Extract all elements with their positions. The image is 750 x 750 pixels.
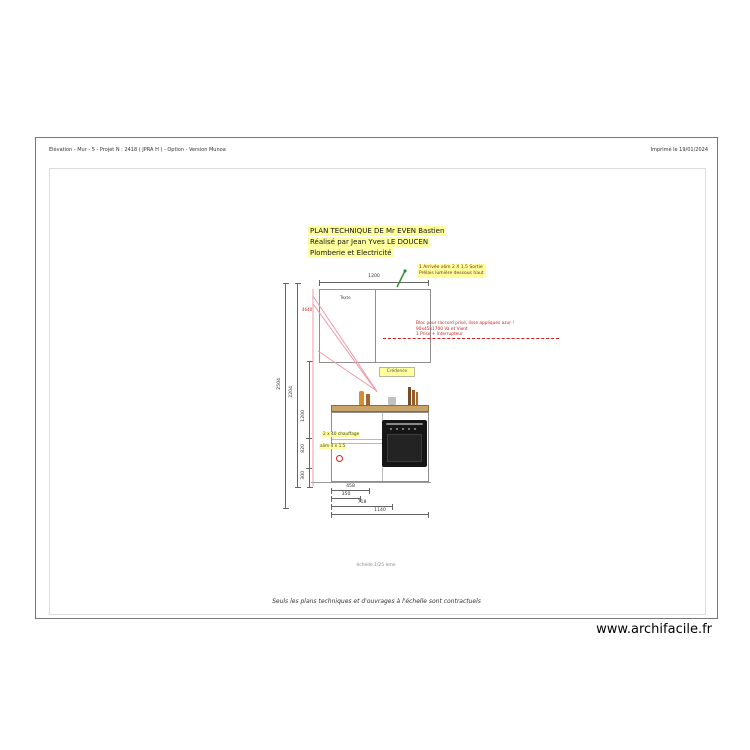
bottle-icon [366,394,370,405]
title-block-line1: PLAN TECHNIQUE DE Mr EVEN Bastien [308,226,447,236]
repere-label: 4640 [302,307,313,312]
countertop [331,405,429,412]
credence-label: Crédence [379,367,415,377]
legal-note: Seuls les plans techniques et d'ouvrages… [272,598,481,605]
alim-label: alim 4 x 1.5 [319,444,347,449]
dim-label-plinth-height: 300 [301,471,306,480]
bottle-icon [359,391,364,405]
dim-label-bottom-c: 718 [357,500,367,505]
dim-line-bottom-c [331,504,393,510]
cabinet-divider [375,290,376,362]
dim-line-bottom-a [331,488,370,494]
archifacile-watermark: www.archifacile.fr [596,622,712,637]
annotation-arrivee-line2: Prélais lumière dessous haut [419,271,484,276]
plan-page: Elévation - Mur - 5 - Projet N : 2418 ( … [35,137,718,619]
utensil-icon [388,397,396,405]
floor-line [311,482,431,483]
bottle-icon [412,390,415,405]
oven-controls [390,428,392,430]
scale-note: échelle 1/25 ème [356,563,396,568]
annotation-arrivee: 1 Arrivée alim 2 X 1.5 Sortie Prélais lu… [417,264,486,278]
dim-line-top [319,280,429,286]
bottle-icon [416,392,418,405]
dim-label-top: 1200 [368,274,380,279]
dim-label-bottom-b: 350 [341,492,351,497]
dim-line-upper-height [295,283,301,488]
raccord-dashed-line [383,338,559,339]
bottle-icon [408,387,411,405]
annotation-arrivee-line1: 1 Arrivée alim 2 X 1.5 Sortie [419,265,483,270]
dim-label-mid-height: 1200 [301,410,306,422]
title-block-line3: Plomberie et Electricité [308,248,394,258]
annotation-bloc: Bloc pour raccord prise, lisse appliques… [416,321,514,338]
socket-symbol-icon [336,455,343,462]
cabinet-label: Texte [340,295,351,300]
chauffage-label: 2 x 40 chauffage [322,432,361,437]
annotation-bloc-line2: 90x45x1700 Va et Vient [416,326,468,332]
dim-label-total-height: 2504 [277,378,282,390]
upper-cabinets: Texte [319,289,431,363]
dim-label-low-height: 820 [301,444,306,453]
dim-label-bottom-d: 1140 [374,508,386,513]
annotation-bloc-line1: Bloc pour raccord prise, lisse appliques… [416,321,515,326]
dim-line-chain [307,361,313,488]
dim-line-bottom-b [331,496,361,502]
dim-line-bottom-d [331,512,429,518]
page-header-left: Elévation - Mur - 5 - Projet N : 2418 ( … [49,147,226,153]
annotation-bloc-line3: 1 Prise + interrupteur [416,332,463,338]
dim-line-total-height [283,283,289,509]
drawing-frame [49,168,706,615]
page-header-right: Imprimé le 19/01/2024 [650,147,708,153]
dim-tick [306,438,312,439]
drawer-line [332,439,382,440]
oven-handle [386,423,423,425]
dim-label-upper-height: 2204 [289,386,294,398]
oven-window [387,434,422,462]
title-block-line2: Réalisé par Jean Yves LE DOUCEN [308,237,431,247]
drawer-line [332,443,382,444]
dim-label-bottom-a: 458 [346,484,355,489]
dim-tick [306,468,312,469]
oven [382,420,427,467]
